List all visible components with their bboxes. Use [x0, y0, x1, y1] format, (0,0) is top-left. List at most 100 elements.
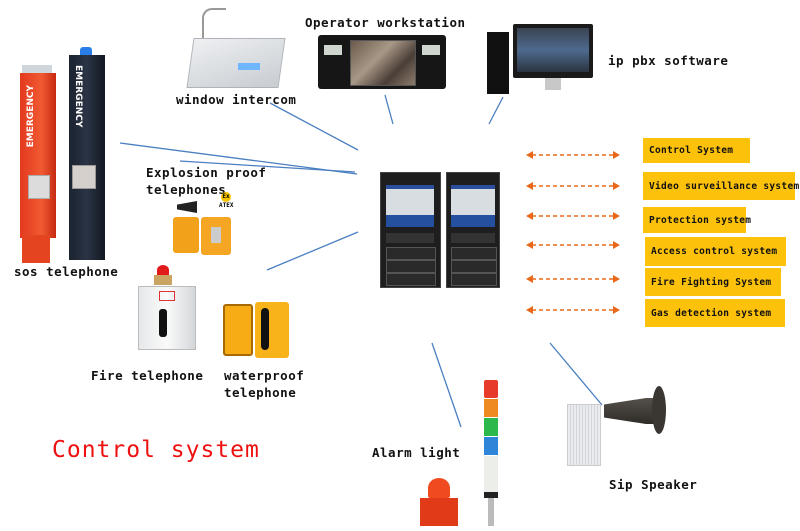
waterproof-label-2: telephone: [224, 385, 297, 400]
horn-icon: [177, 201, 197, 213]
window-intercom-label: window intercom: [176, 92, 297, 107]
red-pillar-body: [20, 73, 56, 238]
window-intercom-image: [186, 8, 286, 88]
blue-beacon: [80, 47, 92, 55]
bidirectional-arrow: [526, 241, 620, 249]
ip-pbx-label: ip pbx software: [608, 53, 729, 68]
intercom-display: [238, 63, 260, 70]
tower-orange: [484, 399, 498, 417]
pc-monitor: [513, 24, 593, 78]
rack-unit: [451, 247, 497, 260]
waterproof-label-1: waterproof: [224, 368, 305, 383]
system-box-gas-detection: Gas detection system: [645, 299, 785, 327]
fire-telephone-label: Fire telephone: [91, 368, 204, 383]
black-pillar-text: EMERGENCY: [73, 65, 83, 128]
pbx-screen: [517, 28, 589, 72]
arrowhead: [526, 275, 533, 283]
fire-telephone-image: [133, 263, 197, 353]
diagram-title: Control system: [52, 437, 260, 463]
rack-unit: [386, 185, 434, 217]
sos-telephone-image: EMERGENCY EMERGENCY: [18, 47, 113, 265]
ip-pbx-image: [487, 24, 597, 99]
tower-pole: [488, 498, 494, 526]
bidirectional-arrow: [526, 275, 620, 283]
arrowhead: [613, 306, 620, 314]
rack-unit: [386, 247, 436, 260]
signal-tower-image: [484, 378, 498, 528]
arrowhead: [613, 182, 620, 190]
arrowhead: [526, 212, 533, 220]
arrowhead: [613, 151, 620, 159]
workstation-phone-left: [324, 45, 342, 55]
rack-unit: [451, 233, 495, 243]
fire-beacon: [157, 265, 169, 275]
connector-workstation: [384, 94, 394, 125]
connector-explosion: [179, 160, 356, 173]
fire-phone-display: [159, 291, 175, 301]
arrowhead: [526, 182, 533, 190]
connector-sos: [119, 142, 358, 175]
pc-tower: [487, 32, 509, 94]
atex-icon: Ex: [221, 192, 231, 202]
rack-unit: [451, 273, 497, 286]
red-pillar-text: EMERGENCY: [26, 85, 36, 148]
column-speaker-image: [567, 404, 601, 466]
rack-unit-blue: [386, 215, 434, 227]
monitor-stand: [545, 78, 561, 90]
explosion-proof-image: Ex ATEX: [173, 192, 238, 259]
connector-speaker: [549, 342, 603, 406]
explosion-proof-label-2: telephones: [146, 182, 227, 197]
tower-blue: [484, 437, 498, 455]
connector-pbx: [488, 96, 504, 125]
bidirectional-arrow: [526, 151, 620, 159]
beacon-dome: [428, 478, 450, 498]
connector-intercom: [269, 102, 359, 151]
workstation-screen: [350, 40, 416, 86]
horn-speaker-mouth: [652, 386, 666, 434]
waterproof-body: [255, 302, 289, 358]
bidirectional-arrow: [526, 212, 620, 220]
black-pillar-panel: [72, 165, 96, 189]
intercom-body: [186, 38, 286, 88]
connector-alarm: [431, 342, 462, 428]
horn-speaker-image: [604, 384, 668, 438]
rack-unit-blue: [451, 215, 495, 227]
operator-workstation-image: [318, 35, 446, 89]
workstation-phone-right: [422, 45, 440, 55]
arrowhead: [613, 212, 620, 220]
system-box-fire-fighting: Fire Fighting System: [645, 268, 781, 296]
rack-unit: [451, 260, 497, 273]
operator-workstation-label: Operator workstation: [305, 15, 466, 30]
rack-unit: [386, 273, 436, 286]
fire-phone-box: [138, 286, 196, 350]
red-pillar-panel: [28, 175, 50, 199]
system-box-access-control: Access control system: [645, 237, 786, 266]
explosion-phone-body: [201, 217, 231, 255]
waterproof-door: [223, 304, 253, 356]
beacon-base: [420, 498, 458, 526]
system-box-control: Control System: [643, 138, 750, 163]
server-rack-right: [446, 172, 500, 288]
tower-white: [484, 456, 498, 492]
fire-beacon-base: [154, 275, 172, 285]
gooseneck-mic: [202, 8, 226, 46]
rack-unit: [386, 260, 436, 273]
atex-label: ATEX: [219, 202, 234, 209]
arrowhead: [526, 151, 533, 159]
tower-base: [484, 492, 498, 498]
rack-unit: [386, 233, 434, 243]
tower-red: [484, 380, 498, 398]
waterproof-telephone-image: [223, 302, 291, 358]
red-pillar-base: [22, 235, 50, 263]
waterproof-handset: [261, 308, 269, 350]
bidirectional-arrow: [526, 182, 620, 190]
arrowhead: [613, 275, 620, 283]
tower-green: [484, 418, 498, 436]
explosion-phone-keypad: [211, 227, 221, 243]
arrowhead: [613, 241, 620, 249]
explosion-proof-label-1: Explosion proof: [146, 165, 267, 180]
red-pillar: [22, 65, 52, 73]
sip-speaker-label: Sip Speaker: [609, 477, 698, 492]
arrowhead: [526, 241, 533, 249]
